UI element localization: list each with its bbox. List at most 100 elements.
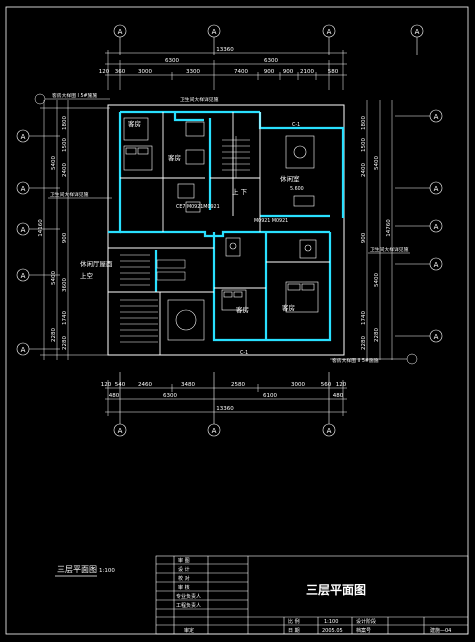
dim-right-seg-4: 5400 — [374, 156, 380, 170]
dim-right-seg-3: 2400 — [361, 163, 367, 177]
dim-right-seg-1: 1800 — [361, 116, 367, 130]
right-axis-label-4: A — [434, 261, 439, 269]
right-axis-label-2: A — [434, 185, 439, 193]
dim-right-seg-6: 5400 — [374, 273, 380, 287]
note-guestroom-detail-2: 客房大样图 II 5#施施 — [332, 357, 379, 364]
window-tag-1: C-1 — [292, 122, 300, 128]
door-tags-b: M0921 M0921 — [254, 218, 288, 224]
right-axis-bubbles — [395, 109, 443, 343]
dim-left-seg-9: 1740 — [62, 311, 68, 325]
top-axis-label-3: A — [327, 28, 332, 36]
note-bathroom-detail-3: 卫生间大样详见施 — [180, 96, 219, 103]
top-axis-label-4: A — [415, 28, 420, 36]
right-dimension-lines — [366, 100, 393, 360]
left-axis-label-2: A — [21, 185, 26, 193]
dim-top-overall: 13360 — [216, 47, 234, 53]
tb-approve: 审定 — [184, 627, 194, 634]
tb-date-value: 2005.05 — [322, 628, 343, 634]
tb-date-label: 日 期 — [288, 628, 300, 634]
callout-leaders — [34, 93, 418, 365]
door-tags-a: CE7 M0921M0921 — [176, 204, 220, 210]
tb-drawing-name: 三层平面图 — [306, 583, 366, 597]
tb-row-3: 校 对 — [178, 575, 190, 582]
tb-row-2: 设 计 — [178, 566, 190, 573]
room-lounge: 休闲室 — [280, 174, 300, 183]
room-upper-void: 上空 — [80, 271, 94, 280]
dim-bottom-minor-right: 480 — [333, 393, 344, 399]
dim-bottom-minor-8: 120 — [336, 382, 347, 388]
room-guest-4: 客房 — [282, 303, 295, 312]
top-axis-label-2: A — [212, 28, 217, 36]
tb-stage-label: 设计阶段 — [356, 618, 376, 625]
plan-scale: 1:100 — [99, 568, 115, 574]
dim-left-seg-6: 5400 — [51, 271, 57, 285]
dim-left-seg-8: 2280 — [51, 328, 57, 342]
dim-top-minor-6: 900 — [283, 69, 294, 75]
left-axis-label-4: A — [21, 272, 26, 280]
bottom-axis-label-3: A — [327, 427, 332, 435]
dim-left-overall: 14160 — [38, 219, 44, 237]
level-mark: 5.600 — [290, 186, 304, 192]
dim-left-seg-3: 2400 — [62, 163, 68, 177]
note-guestroom-detail-1: 客房大样图 I 5#施施 — [52, 92, 97, 99]
left-dimension-lines — [40, 100, 110, 360]
tb-row-1: 审 图 — [178, 557, 190, 564]
floor-plan — [107, 104, 345, 356]
sheet-border — [5, 6, 469, 635]
room-stair: 上 下 — [232, 187, 248, 196]
right-axis-label-5: A — [434, 333, 439, 341]
dim-left-seg-7: 3600 — [62, 278, 68, 292]
tb-scale-value: 1:100 — [324, 619, 338, 625]
dim-top-minor-3: 3300 — [186, 69, 200, 75]
dim-bottom-minor-3: 2460 — [138, 382, 152, 388]
tb-row-6: 工程负责人 — [176, 602, 201, 609]
dim-bottom-minor-7: 560 — [321, 382, 332, 388]
dim-bottom-minor-left: 480 — [109, 393, 120, 399]
left-axis-label-3: A — [21, 226, 26, 234]
top-axis-bubbles — [113, 24, 424, 55]
dim-left-seg-4: 5400 — [51, 156, 57, 170]
tb-scale-label: 比 例 — [288, 618, 300, 625]
dim-top-minor-4: 7400 — [234, 69, 248, 75]
dim-left-seg-2: 1500 — [62, 138, 68, 152]
room-roof-void: 休闲厅屋面 — [80, 259, 113, 268]
dim-top-minor-8: 580 — [328, 69, 339, 75]
dim-top-major-1: 6300 — [165, 58, 179, 64]
right-axis-label-3: A — [434, 223, 439, 231]
bottom-dimension-lines — [105, 380, 347, 416]
dim-right-seg-9: 2280 — [361, 336, 367, 350]
dim-right-overall: 14760 — [386, 219, 392, 237]
dim-bottom-overall: 13360 — [216, 406, 234, 412]
left-axis-label-1: A — [21, 133, 26, 141]
dim-right-seg-7: 2280 — [374, 328, 380, 342]
dim-top-minor-2: 3000 — [138, 69, 152, 75]
dim-right-seg-2: 1500 — [361, 138, 367, 152]
dim-top-major-2: 6300 — [264, 58, 278, 64]
dim-top-minor-1: 360 — [115, 69, 126, 75]
dim-bottom-minor-1: 120 — [101, 382, 112, 388]
tb-file-label: 档案号 — [356, 627, 371, 634]
title-block — [155, 555, 469, 635]
dim-top-minor-left: 120 — [99, 69, 110, 75]
note-bathroom-detail-1: 卫生间大样详见施 — [50, 191, 89, 198]
dim-top-minor-7: 2100 — [300, 69, 314, 75]
room-guest-1: 客房 — [128, 119, 141, 128]
left-axis-bubbles — [16, 129, 60, 356]
left-axis-label-5: A — [21, 346, 26, 354]
tb-sheet-number: 建施—04 — [430, 627, 451, 634]
dim-bottom-minor-5: 2580 — [231, 382, 245, 388]
dim-top-minor-5: 900 — [264, 69, 275, 75]
bottom-axis-label-1: A — [118, 427, 123, 435]
dim-bottom-minor-4: 3480 — [181, 382, 195, 388]
dim-left-seg-1: 1800 — [62, 116, 68, 130]
note-bathroom-detail-2: 卫生间大样详见施 — [370, 246, 409, 253]
tb-row-4: 审 核 — [178, 584, 190, 591]
room-guest-3: 客房 — [236, 305, 249, 314]
dim-bottom-minor-6: 3000 — [291, 382, 305, 388]
dim-left-seg-5: 900 — [62, 232, 68, 243]
dim-bottom-minor-2: 540 — [115, 382, 126, 388]
dim-bottom-major-1: 6300 — [163, 393, 177, 399]
top-dimension-lines — [105, 50, 347, 90]
dim-bottom-major-2: 6100 — [263, 393, 277, 399]
